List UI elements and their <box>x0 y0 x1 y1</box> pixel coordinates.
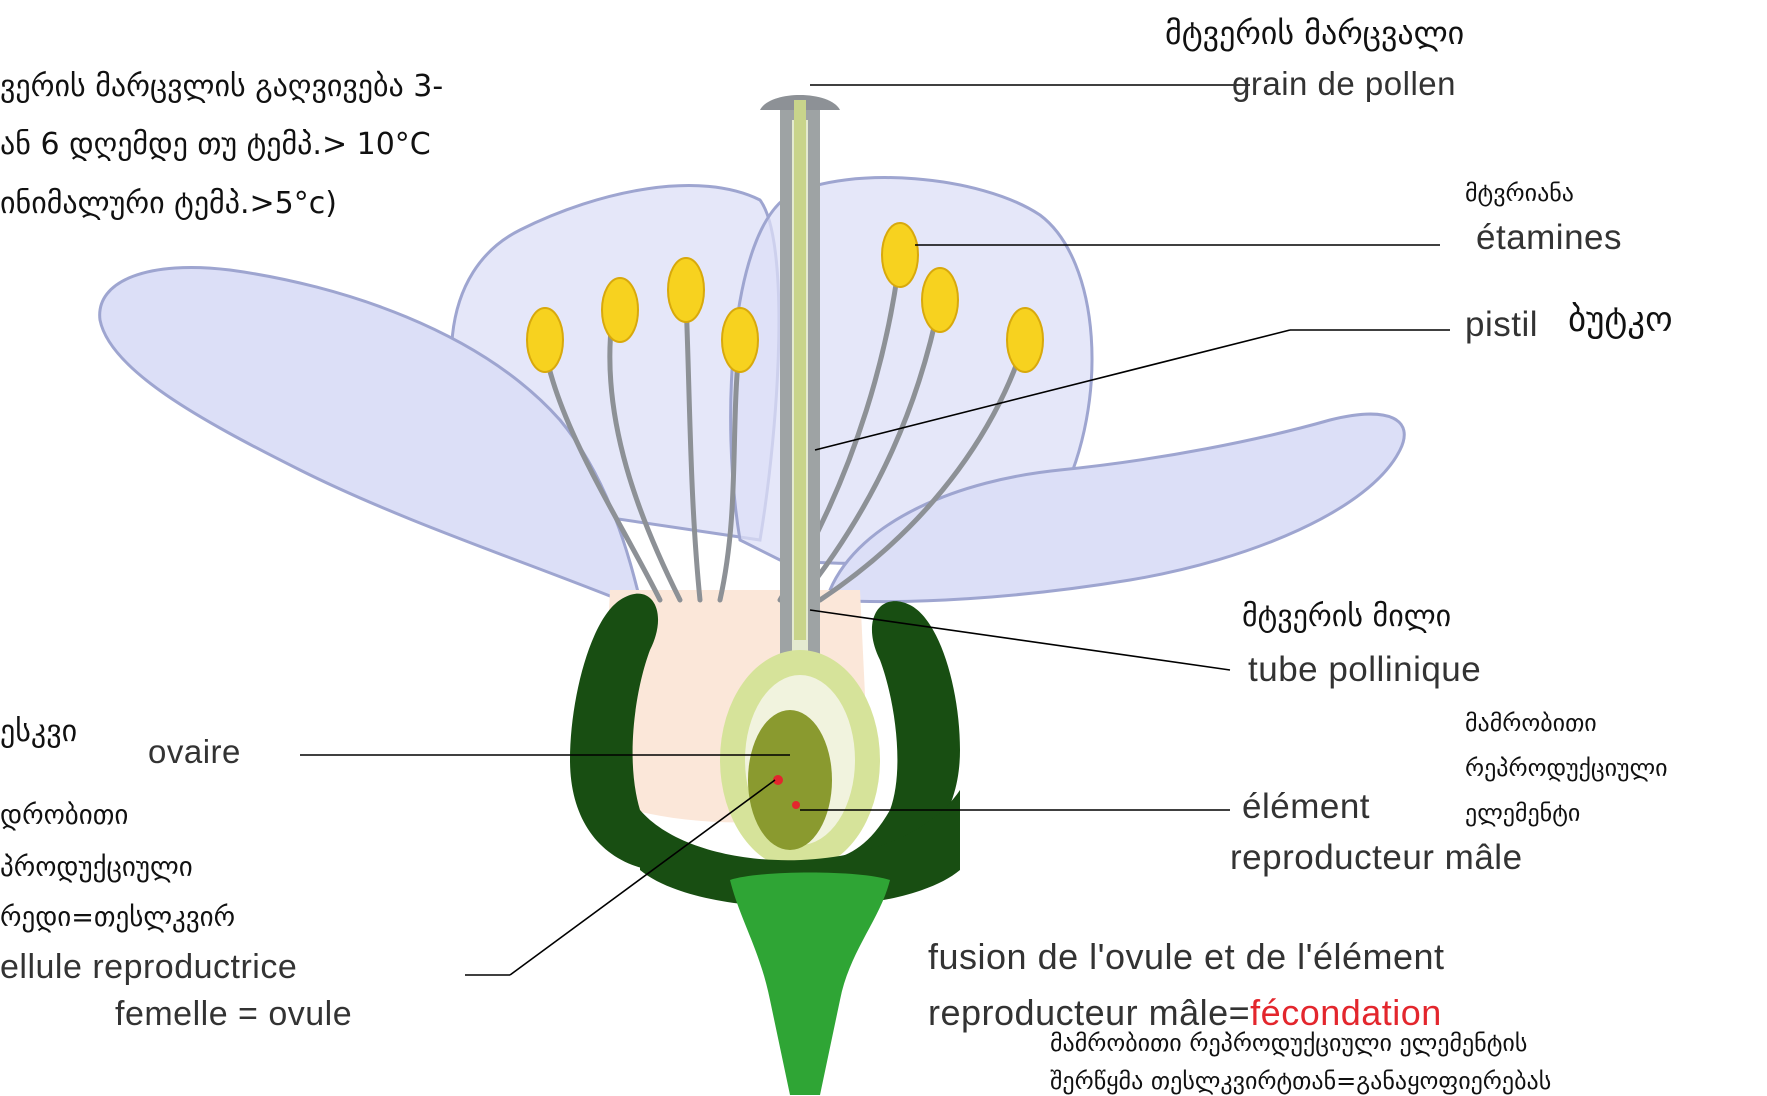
female-fr-line-1: ellule reproductrice <box>0 948 297 987</box>
female-fr-line-2: femelle = ovule <box>115 995 352 1034</box>
female-ka-line-1: დრობითი <box>0 800 128 831</box>
anther <box>922 268 958 332</box>
tube-ka-label: მტვერის მილი <box>1242 600 1451 635</box>
male-cell-dot <box>792 801 800 809</box>
fusion-fr-text: reproducteur mâle= <box>928 992 1250 1033</box>
pollen-fr-label: grain de pollen <box>1232 65 1456 103</box>
fecondation-label: fécondation <box>1250 992 1442 1033</box>
pistil-ka-label: ბუტკო <box>1568 300 1673 340</box>
anther <box>527 308 563 372</box>
germination-line-3: ინიმალური ტემპ.>5°c) <box>0 187 337 222</box>
female-ka-line-2: პროდუქციული <box>0 852 193 883</box>
male-fr-line-2: reproducteur mâle <box>1230 838 1523 878</box>
anther <box>722 308 758 372</box>
stamens-fr-label: étamines <box>1476 218 1622 258</box>
ovary-fr-label: ovaire <box>148 733 241 771</box>
pistil-fr-label: pistil <box>1465 305 1538 345</box>
pollen-ka-label: მტვერის მარცვალი <box>1165 15 1464 52</box>
anther <box>1007 308 1043 372</box>
ovary-ka-label: ესკვი <box>0 715 77 750</box>
germination-line-2: ან 6 დღემდე თუ ტემპ.> 10°C <box>0 128 431 163</box>
male-ka-line-2: რეპროდუქციული <box>1465 755 1668 783</box>
anther <box>602 278 638 342</box>
stem <box>730 873 890 1096</box>
ovule <box>748 710 832 850</box>
fusion-fr-line-2: reproducteur mâle=fécondation <box>928 992 1442 1033</box>
female-ka-line-3: რედი=თესლკვირ <box>0 902 235 933</box>
anther <box>668 258 704 322</box>
male-ka-line-3: ელემენტი <box>1465 800 1580 828</box>
fusion-fr-line-1: fusion de l'ovule et de l'élément <box>928 936 1445 977</box>
fusion-ka-line-1: მამრობითი რეპროდუქციული ელემენტის <box>1050 1030 1527 1058</box>
male-ka-line-1: მამრობითი <box>1465 710 1597 738</box>
anther <box>882 223 918 287</box>
stamens-ka-label: მტვრიანა <box>1465 180 1574 208</box>
germination-line-1: ვერის მარცვლის გაღვივება 3- <box>0 70 443 105</box>
fusion-ka-line-2: შერწყმა თესლკვირტთან=განაყოფიერებას <box>1050 1068 1551 1096</box>
male-fr-line-1: élément <box>1242 787 1370 827</box>
tube-fr-label: tube pollinique <box>1248 650 1481 690</box>
